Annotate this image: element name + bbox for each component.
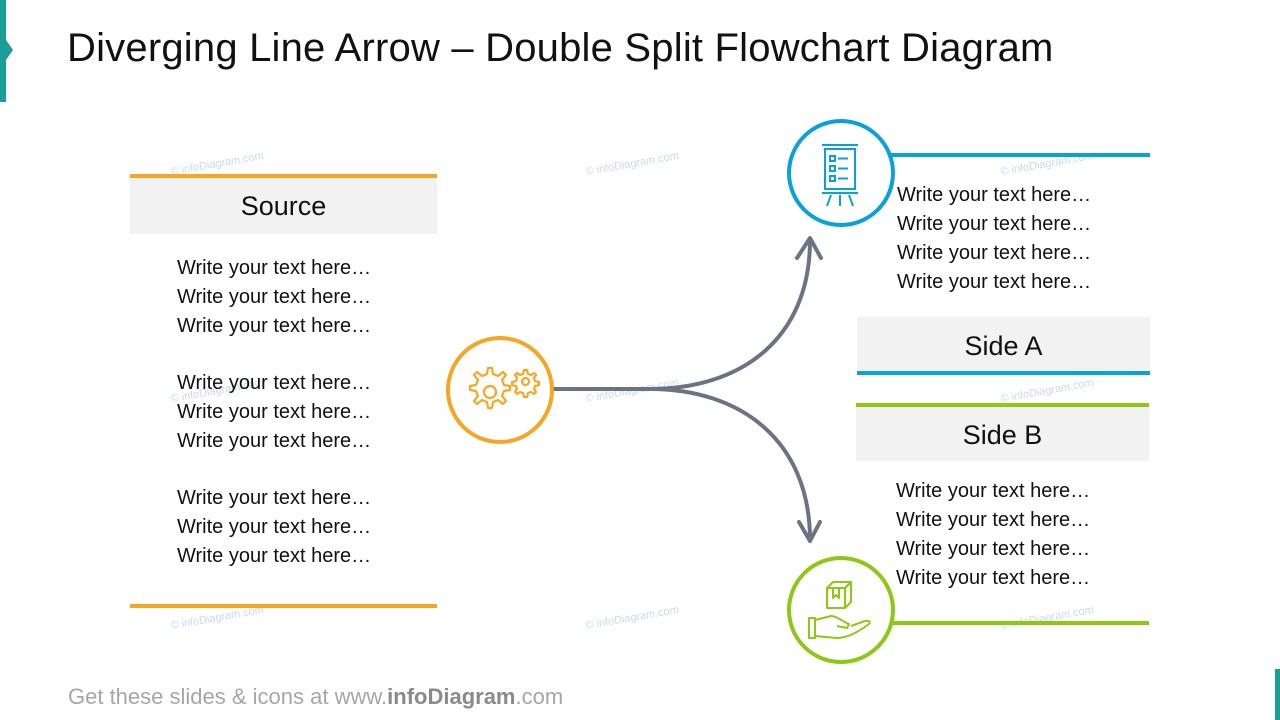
text-line: Write your text here… <box>177 372 372 394</box>
text-line: Write your text here… <box>896 509 1091 531</box>
source-text-group-3: Write your text here… Write your text he… <box>177 484 371 571</box>
source-panel: Source Write your text here… Write your … <box>130 174 437 610</box>
side-b-text: Write your text here… Write your text he… <box>896 477 1090 593</box>
source-header: Source <box>130 178 437 234</box>
footer-brand: infoDiagram <box>387 684 516 709</box>
side-a-icon-circle <box>787 119 895 227</box>
arrow-to-side-a <box>551 238 812 391</box>
side-a-text: Write your text here… Write your text he… <box>897 181 1091 297</box>
text-line: Write your text here… <box>896 480 1091 502</box>
left-accent-bar <box>0 0 6 102</box>
text-line: Write your text here… <box>177 430 372 452</box>
side-a-top-rule <box>890 153 1150 157</box>
side-b-top-rule <box>856 403 1149 407</box>
text-line: Write your text here… <box>896 567 1091 589</box>
presentation-board-checklist-icon <box>822 144 858 207</box>
text-line: Write your text here… <box>897 213 1092 235</box>
side-b-header: Side B <box>856 407 1149 461</box>
text-line: Write your text here… <box>177 487 372 509</box>
page-title: Diverging Line Arrow – Double Split Flow… <box>67 26 1054 70</box>
text-line: Write your text here… <box>177 257 372 279</box>
text-line: Write your text here… <box>177 545 372 567</box>
source-bottom-rule <box>130 604 437 608</box>
text-line: Write your text here… <box>177 401 372 423</box>
side-a-bottom-rule <box>857 371 1150 375</box>
text-line: Write your text here… <box>177 516 372 538</box>
footer-prefix: Get these slides & icons at www. <box>68 684 388 709</box>
footer-suffix: .com <box>515 684 564 709</box>
text-line: Write your text here… <box>897 242 1092 264</box>
hand-holding-box-icon <box>808 581 871 639</box>
text-line: Write your text here… <box>897 184 1092 206</box>
source-text-group-1: Write your text here… Write your text he… <box>177 254 371 341</box>
text-line: Write your text here… <box>177 315 372 337</box>
side-b-bottom-rule <box>890 621 1149 625</box>
source-text-group-2: Write your text here… Write your text he… <box>177 369 371 456</box>
source-icon-circle <box>446 336 554 444</box>
gears-icon <box>468 366 541 410</box>
footer-promo: Get these slides & icons at www.infoDiag… <box>68 684 563 710</box>
text-line: Write your text here… <box>897 271 1092 293</box>
text-line: Write your text here… <box>177 286 372 308</box>
left-accent-arrow <box>6 40 13 60</box>
right-accent-bar <box>1275 669 1280 720</box>
source-top-rule <box>130 174 437 178</box>
side-a-header: Side A <box>857 317 1150 371</box>
arrow-to-side-b <box>648 387 812 542</box>
text-line: Write your text here… <box>896 538 1091 560</box>
side-b-icon-circle <box>787 556 895 664</box>
